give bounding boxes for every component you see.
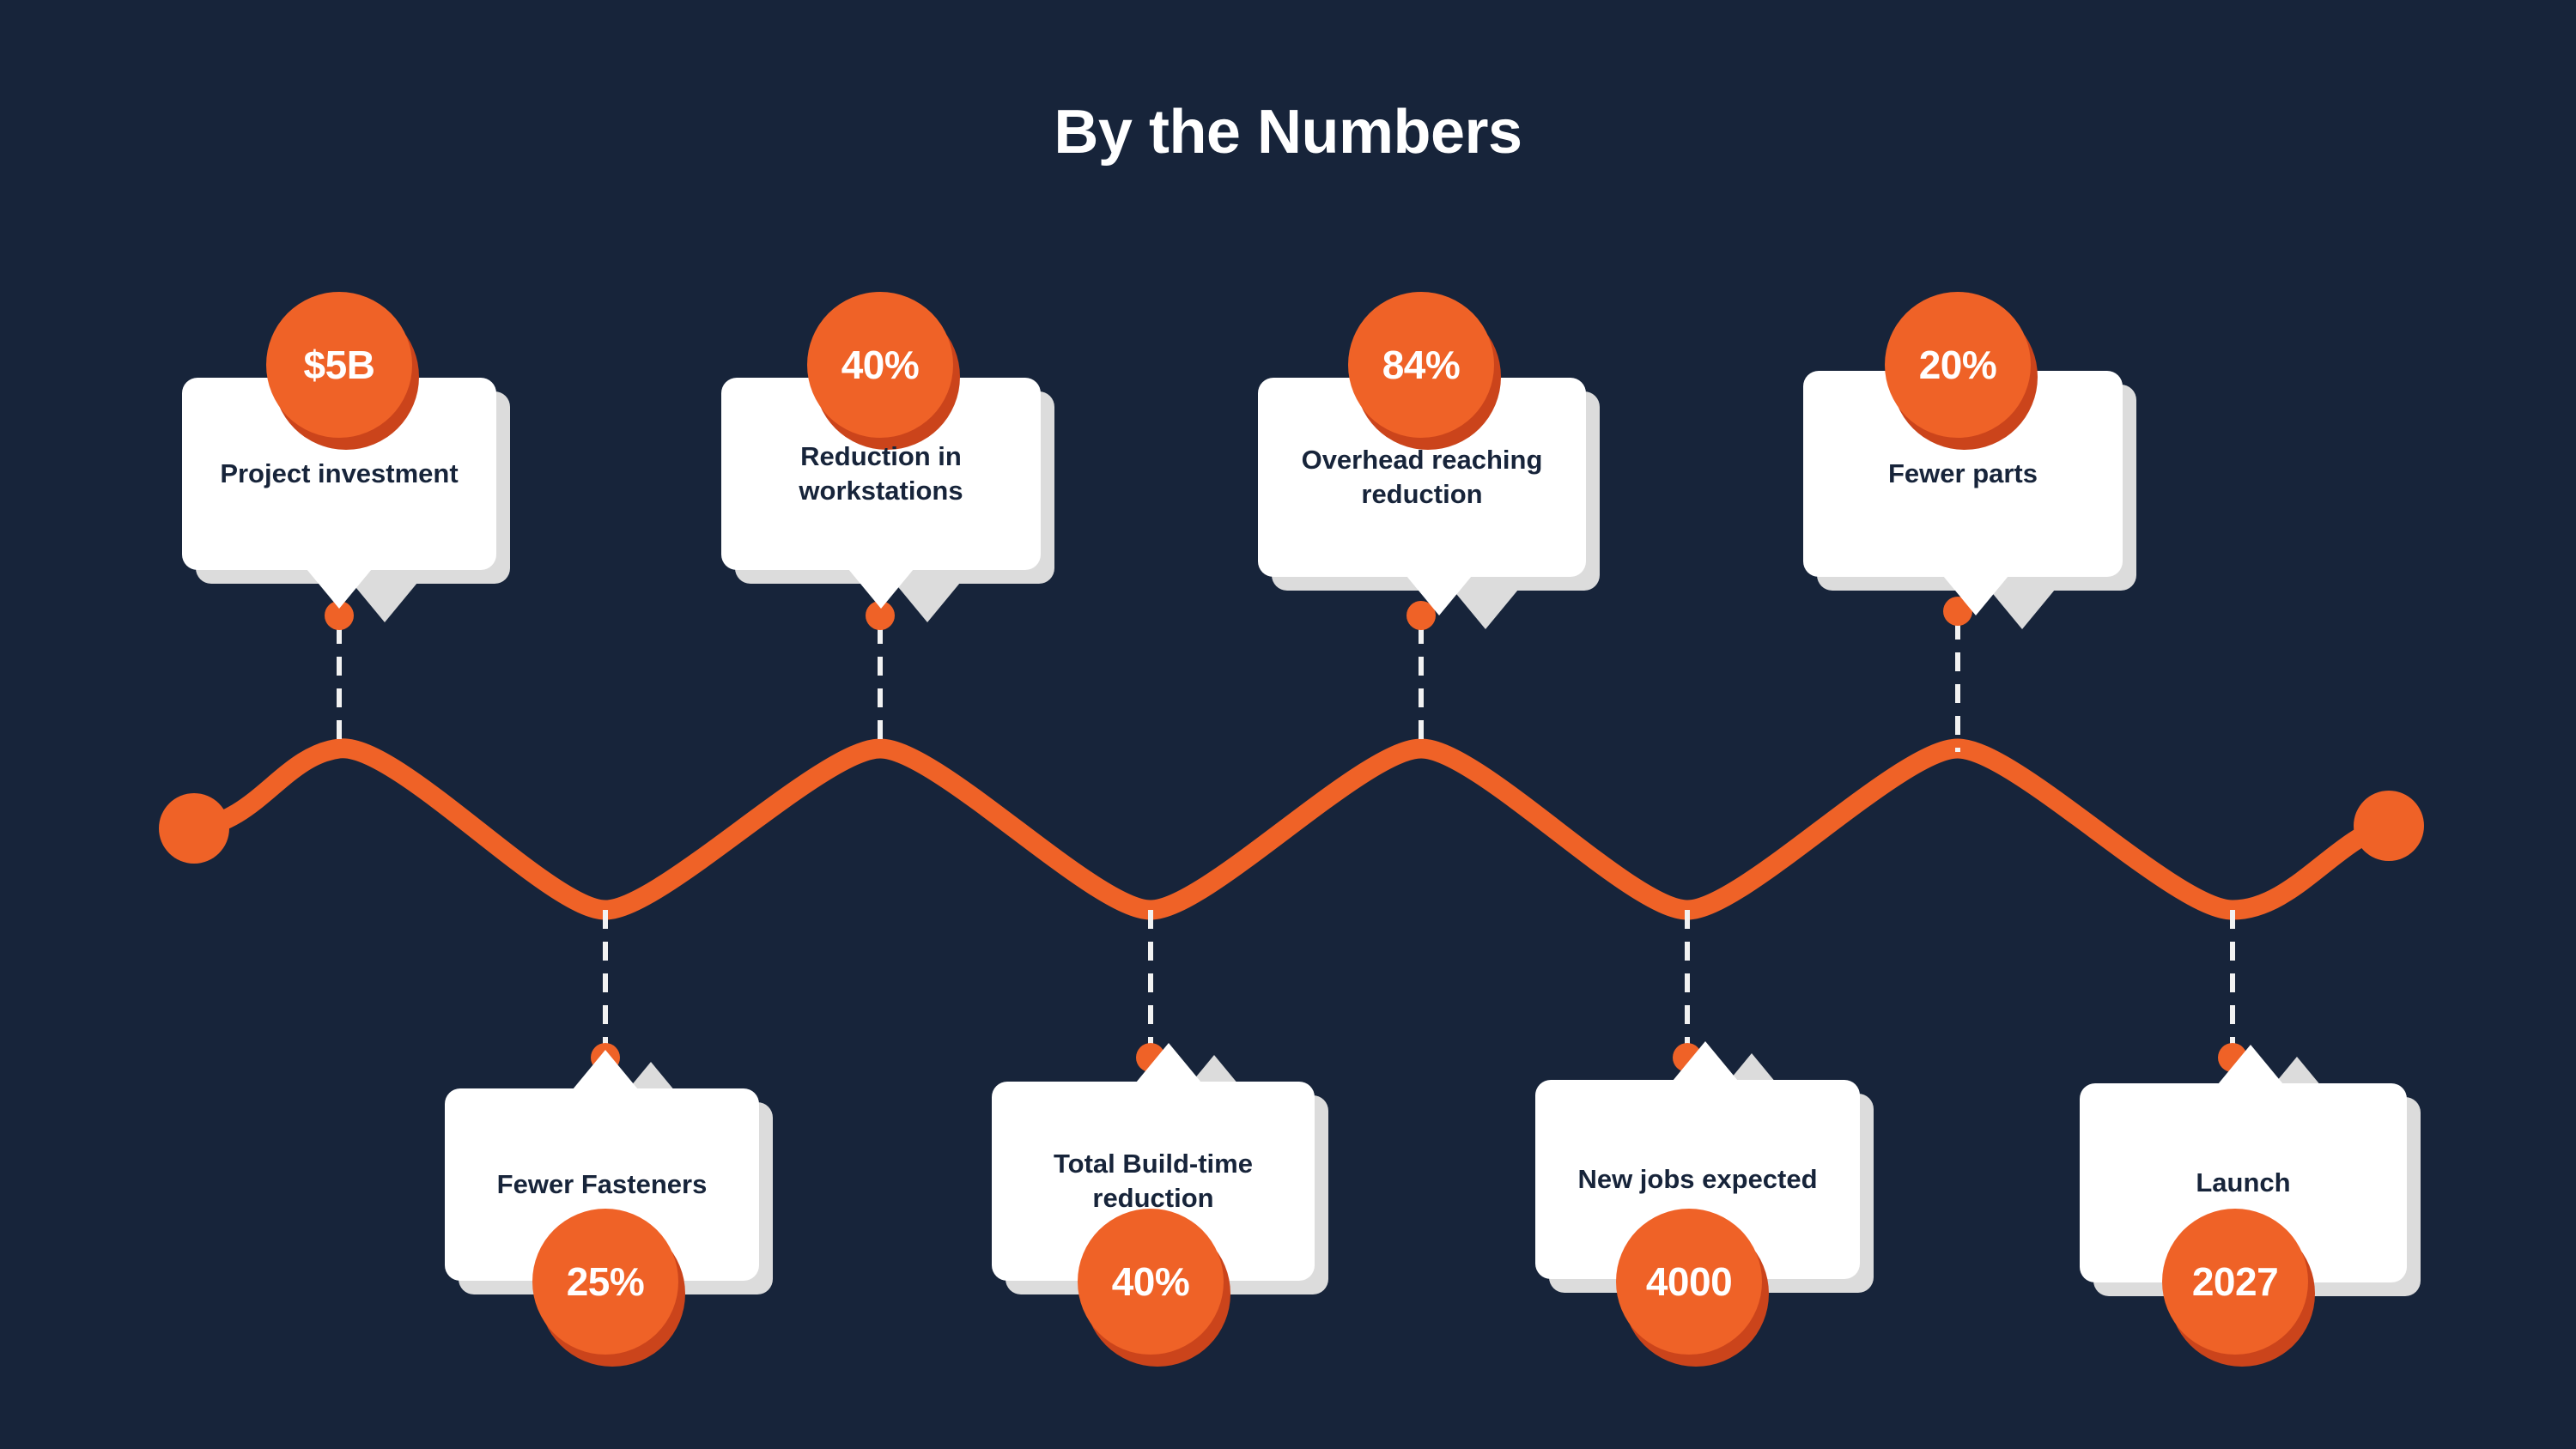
stat-bubble-6[interactable]: 40% [1078, 1209, 1230, 1367]
stat-value: 4000 [1645, 1259, 1733, 1304]
stat-value: 84% [1382, 343, 1461, 387]
dashed-line [603, 910, 608, 1047]
bubble-face: 40% [807, 292, 953, 438]
stat-bubble-3[interactable]: 84% [1348, 292, 1501, 450]
dashed-line [2230, 910, 2235, 1047]
bubble-face: 25% [532, 1209, 678, 1355]
stat-label: Reduction in workstations [799, 441, 963, 506]
stat-bubble-7[interactable]: 4000 [1616, 1209, 1769, 1367]
stat-bubble-4[interactable]: 20% [1885, 292, 2038, 450]
stat-label: Launch [2196, 1167, 2291, 1198]
stat-bubble-8[interactable]: 2027 [2162, 1209, 2315, 1367]
stat-value: 40% [1111, 1259, 1190, 1304]
dashed-line [1685, 910, 1690, 1047]
stat-value: 25% [566, 1259, 645, 1304]
stat-card-8[interactable]: Launch [2080, 1045, 2421, 1296]
wave-path [183, 738, 2396, 920]
connector-stat-3 [1406, 601, 1436, 755]
dashed-line [878, 625, 883, 752]
card-tail [307, 569, 372, 609]
dashed-line [337, 625, 342, 752]
stat-label: Fewer Fasteners [496, 1169, 708, 1200]
stat-label: Project investment [220, 458, 459, 489]
bubble-face: $5B [266, 292, 412, 438]
stat-label: Fewer parts [1887, 458, 2038, 489]
stat-label: Overhead reaching reduction [1301, 445, 1543, 509]
stat-value: 40% [841, 343, 920, 387]
wave-end-dot [2354, 791, 2424, 861]
card-tail [1673, 1041, 1738, 1081]
connector-stat-4 [1943, 597, 1972, 755]
stat-value: 2027 [2191, 1259, 2279, 1304]
connector-stat-2 [866, 601, 895, 755]
card-tail [1943, 576, 2008, 615]
connector-stat-1 [325, 601, 354, 755]
card-tail [2218, 1045, 2283, 1084]
stat-label: Total Build-time reduction [1054, 1149, 1253, 1213]
bubble-face: 4000 [1616, 1209, 1762, 1355]
stat-card-6[interactable]: Total Build-time reduction [992, 1043, 1328, 1294]
card-tail [1136, 1043, 1201, 1082]
stat-value: $5B [303, 343, 375, 387]
page-title: By the Numbers [1054, 98, 1522, 167]
dashed-line [1148, 910, 1153, 1047]
stat-card-2[interactable]: Reduction in workstations [721, 378, 1054, 622]
card-tail [573, 1050, 638, 1089]
dashed-line [1419, 625, 1424, 752]
connector-stat-5 [591, 910, 620, 1073]
wave-start-dot [159, 793, 229, 864]
bubble-face: 40% [1078, 1209, 1224, 1355]
bubble-face: 20% [1885, 292, 2031, 438]
card-tail [1406, 576, 1472, 615]
stat-card-3[interactable]: Overhead reaching reduction [1258, 378, 1600, 629]
stat-bubble-1[interactable]: $5B [266, 292, 419, 450]
dashed-line [1955, 621, 1960, 752]
bubble-face: 2027 [2162, 1209, 2308, 1355]
stat-bubble-5[interactable]: 25% [532, 1209, 685, 1367]
stat-label: New jobs expected [1577, 1164, 1818, 1195]
stat-value: 20% [1918, 343, 1997, 387]
stat-bubble-2[interactable]: 40% [807, 292, 960, 450]
card-tail [848, 569, 914, 609]
stat-card-7[interactable]: New jobs expected [1535, 1041, 1874, 1293]
bubble-face: 84% [1348, 292, 1494, 438]
